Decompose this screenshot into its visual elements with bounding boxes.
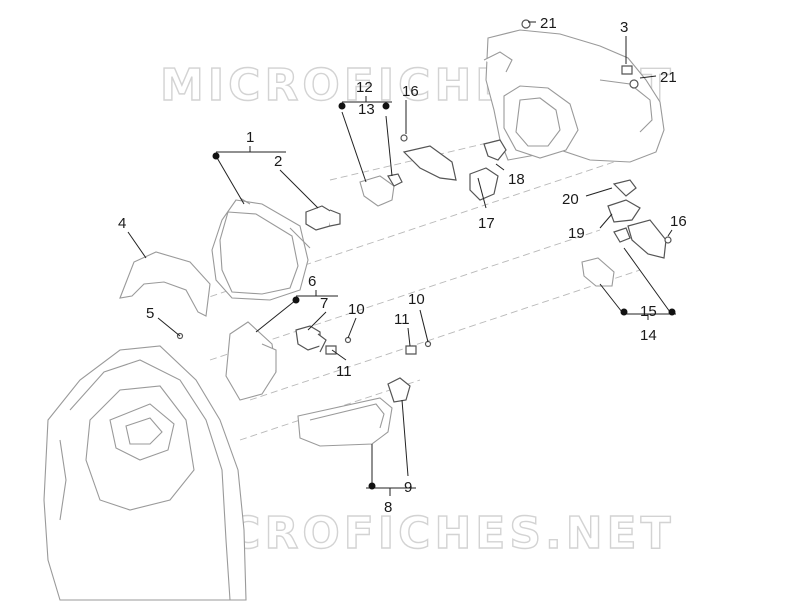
callout-16-upper: 16 [402,83,419,100]
callout-21-top: 21 [540,15,557,32]
headlight-assembly [211,197,311,301]
left-indicator [225,321,277,401]
callout-20: 20 [562,191,579,208]
callout-8: 8 [384,499,392,516]
right-indicator [297,377,411,447]
callout-21-right: 21 [660,69,677,86]
callout-11-upper: 11 [394,311,410,328]
callout-13: 13 [358,101,375,118]
callout-16-right: 16 [670,213,687,230]
leader-lines [127,21,673,484]
callout-9: 9 [404,479,412,496]
callout-6: 6 [308,273,316,290]
callout-18: 18 [508,171,525,188]
callout-5: 5 [146,305,154,322]
callout-10-right: 10 [408,291,425,308]
rear-indicator-right [581,179,672,287]
callout-3: 3 [620,19,628,36]
callout-labels: 21 3 21 12 16 13 1 2 18 17 20 16 19 4 6 … [118,15,687,516]
callout-7: 7 [320,295,328,312]
callout-10-left: 10 [348,301,365,318]
callout-15: 15 [640,303,657,320]
callout-19: 19 [568,225,585,242]
headlight-bulb [305,205,341,231]
bracket-17-18 [469,139,507,201]
small-fasteners [325,336,432,355]
group-brackets [212,96,676,496]
front-shield [43,345,247,601]
callout-11-lower: 11 [336,363,352,380]
callout-12: 12 [356,79,373,96]
handlebar-cover [483,29,665,163]
callout-2: 2 [274,153,282,170]
callout-1: 1 [246,129,254,146]
callout-4: 4 [118,215,126,232]
rear-indicator-left [359,173,403,207]
bulb-7 [295,325,327,353]
callout-17: 17 [478,215,495,232]
headlight-bracket [119,251,211,317]
indicator-16-upper [400,134,457,181]
callout-14: 14 [640,327,657,344]
